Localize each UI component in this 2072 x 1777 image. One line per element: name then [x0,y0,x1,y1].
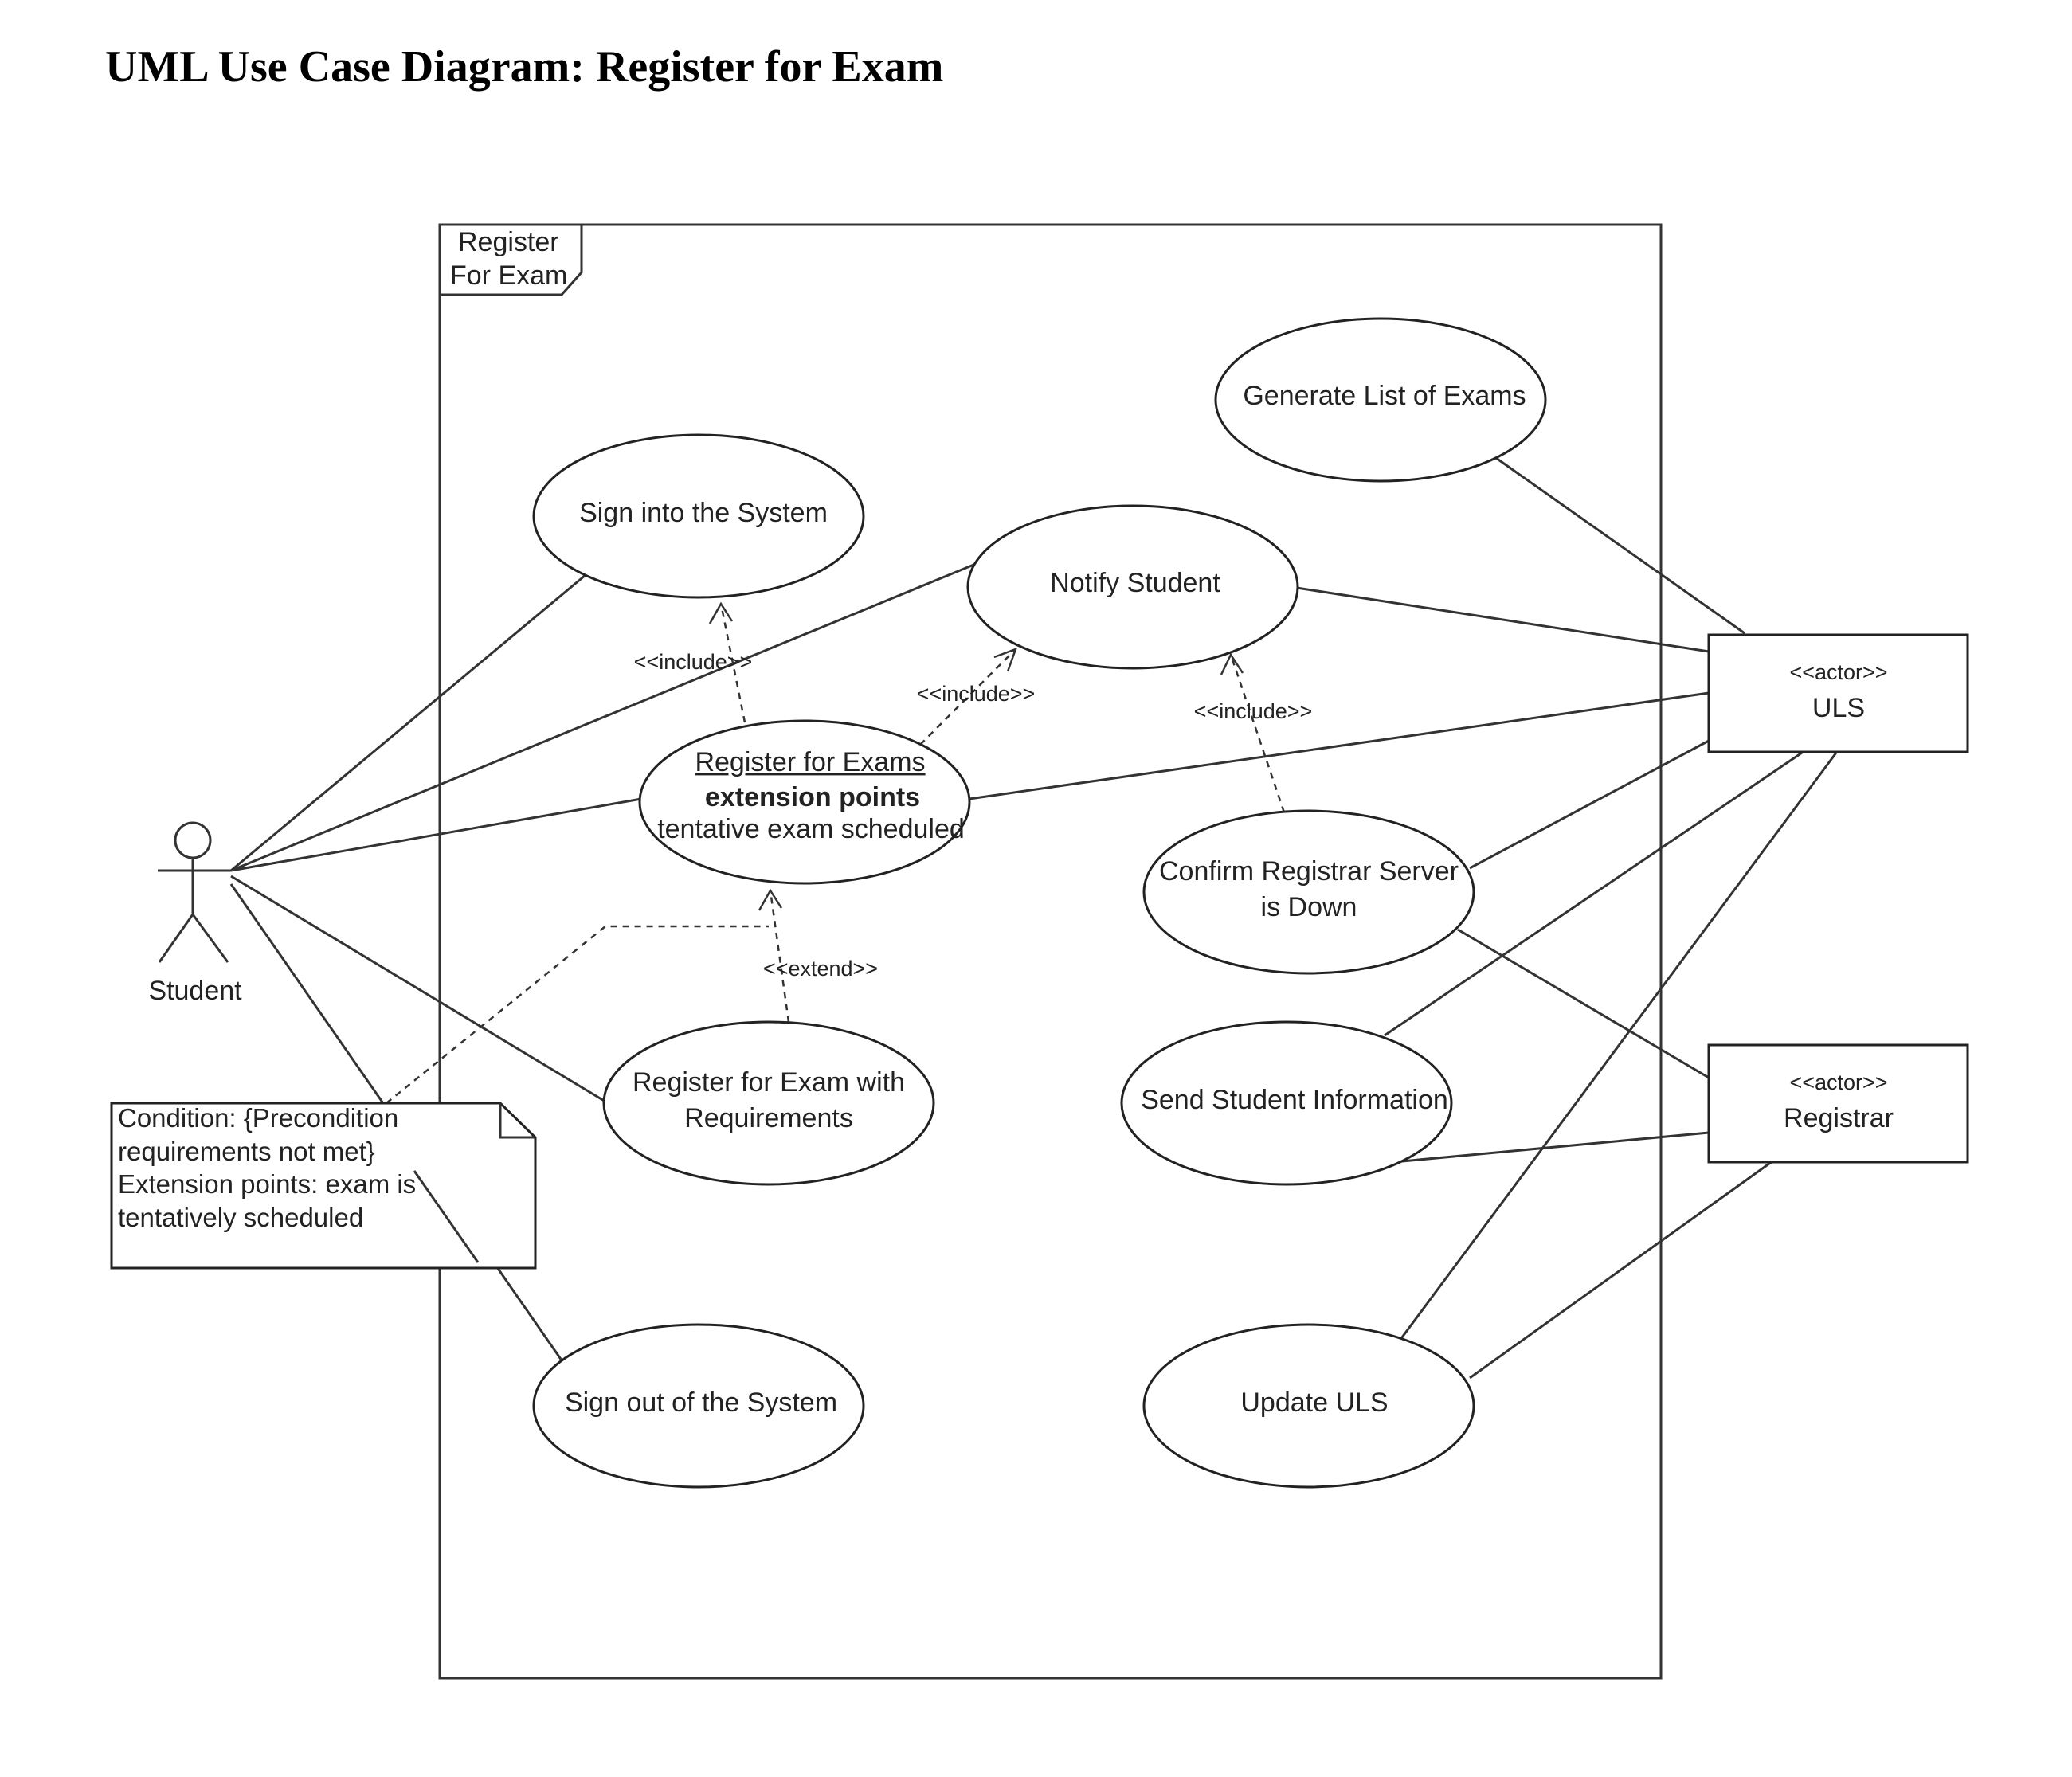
use-case-label: Register for Exams [695,747,925,777]
extend-arrowhead [758,888,783,911]
extension-points-heading: extension points [705,782,920,812]
page-title: UML Use Case Diagram: Register for Exam [105,42,944,92]
system-actor-associations [969,456,1838,1380]
use-case-send-student-info[interactable]: Send Student Information [1120,1020,1453,1186]
assoc-confirm-registrar [1457,928,1710,1079]
assoc-register-uls [969,691,1710,800]
actor-student[interactable]: Student [148,821,242,1006]
use-case-sign-out[interactable]: Sign out of the System [532,1323,865,1489]
include-confirm-line [1229,654,1286,813]
extend-label: <<extend>> [763,957,878,980]
use-case-label: Generate List of Exams [1243,381,1526,411]
use-case-register-with-requirements[interactable]: Register for Exam with Requirements [602,1020,935,1186]
system-frame: Register For Exam [438,223,1663,1680]
actor-name: Student [148,976,242,1006]
assoc-send-registrar [1401,1131,1710,1163]
actor-registrar[interactable]: <<actor>> Registrar [1707,1043,1969,1164]
use-case-label-line2: is Down [1261,892,1357,922]
assoc-student-notify [230,560,982,872]
student-associations [229,560,982,1367]
assoc-update-registrar [1469,1160,1773,1380]
use-case-register[interactable]: Register for Exams extension points tent… [638,719,971,885]
assoc-generate-uls [1495,456,1745,635]
include-notify-label: <<include>> [917,682,1036,706]
actor-uls[interactable]: <<actor>> ULS [1707,633,1969,753]
assoc-student-register-req [230,875,606,1103]
note-line3: Extension points: exam is [118,1169,416,1199]
use-case-sign-in[interactable]: Sign into the System [532,433,865,599]
note-line4: tentatively scheduled [118,1203,363,1232]
note-line1: Condition: {Precondition [118,1103,398,1133]
include-signin-line [719,603,746,723]
extension-point: tentative exam scheduled [657,814,965,844]
condition-note: Condition: {Precondition requirements no… [110,1102,537,1270]
use-case-label: Update ULS [1240,1388,1388,1418]
use-case-label: Notify Student [1050,568,1220,598]
assoc-student-signin [230,573,586,872]
include-notify-arrowhead [993,647,1018,672]
actor-stereotype: <<actor>> [1789,660,1887,684]
stick-figure-icon [158,821,231,963]
use-case-update-uls[interactable]: Update ULS [1142,1323,1475,1489]
use-case-label: Send Student Information [1141,1085,1448,1115]
actor-name: Registrar [1784,1103,1894,1133]
frame-label-line2: For Exam [450,260,567,291]
use-case-label: Sign out of the System [565,1388,837,1418]
use-case-label-line2: Requirements [684,1103,853,1133]
assoc-student-signout-overlap [413,1170,480,1263]
assoc-notify-uls [1296,586,1710,653]
use-case-label-line1: Confirm Registrar Server [1159,856,1459,887]
extend-line [769,890,790,1023]
use-case-notify[interactable]: Notify Student [966,504,1299,670]
actor-stereotype: <<actor>> [1789,1071,1887,1094]
include-confirm-arrowhead [1220,652,1244,675]
use-case-label: Sign into the System [579,498,828,528]
frame-label-line1: Register [458,227,559,257]
use-case-generate-list[interactable]: Generate List of Exams [1214,317,1547,483]
assoc-confirm-uls [1469,739,1710,870]
use-case-confirm-server-down[interactable]: Confirm Registrar Server is Down [1142,809,1475,975]
dependencies [386,601,1286,1104]
use-case-label-line1: Register for Exam with [633,1067,905,1098]
include-signin-arrowhead [708,601,734,624]
include-notify-line [919,648,1016,746]
include-confirm-label: <<include>> [1194,699,1313,723]
assoc-update-uls [1398,752,1838,1341]
assoc-send-uls [1384,751,1803,1037]
actor-name: ULS [1812,693,1865,723]
include-signin-label: <<include>> [634,650,753,674]
note-line2: requirements not met} [118,1137,375,1166]
assoc-student-register [230,797,642,872]
